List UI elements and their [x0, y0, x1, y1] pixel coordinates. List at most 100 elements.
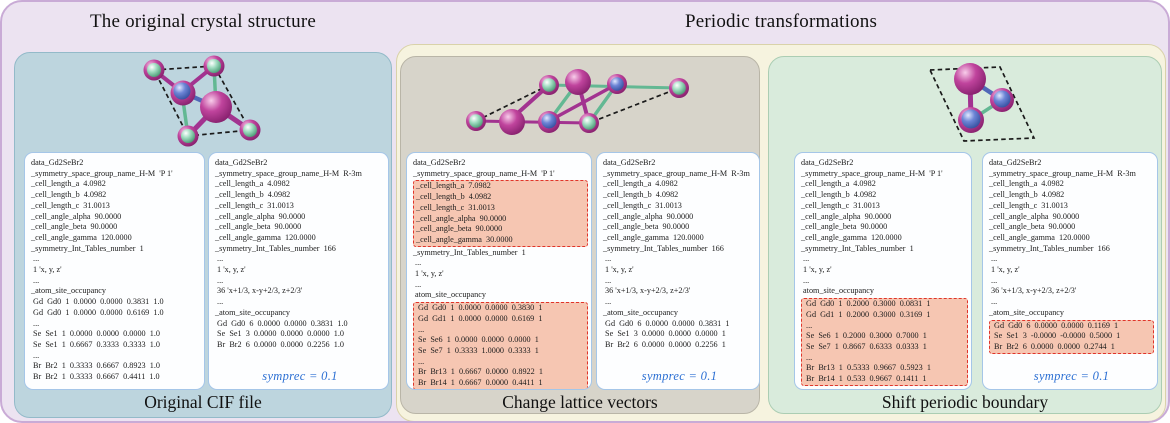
cif-line: ...	[416, 356, 425, 366]
cif-line: _cell_length_a 4.0982	[801, 179, 876, 189]
cif-line: _symmetry_Int_Tables_number 166	[989, 243, 1110, 253]
cif-line: ...	[215, 297, 224, 307]
cif-line: ...	[31, 318, 40, 328]
cif-line: _cell_angle_gamma 120.0000	[603, 232, 704, 242]
cif-line: Br Br2 1 0.3333 0.6667 0.4411 1.0	[31, 372, 160, 382]
cif-line: Gd Gd0 6 0.0000 0.0000 0.3831 1	[603, 318, 730, 328]
cif-line: ...	[413, 279, 422, 289]
cif-line: _cell_length_b 4.0982	[603, 190, 679, 200]
cif-line: _cell_angle_alpha 90.0000	[989, 211, 1080, 221]
cif-line: ...	[215, 275, 224, 285]
cif-line: Se Se1 1 0.0000 0.0000 0.0000 1.0	[31, 329, 160, 339]
cif-line: 1 'x, y, z'	[31, 265, 62, 275]
cif-line: _cell_angle_beta 90.0000	[416, 224, 503, 234]
cif-line: _symmetry_Int_Tables_number 1	[413, 247, 526, 257]
cif-line: Gd Gd0 6 0.0000 0.0000 0.3831 1.0	[215, 318, 348, 328]
crystal-structure-shift-boundary	[928, 63, 1036, 142]
cif-line: _symmetry_Int_Tables_number 166	[603, 243, 724, 253]
cif-line: atom_site_occupancy	[413, 290, 486, 300]
cif-line: _cell_length_c 31.0013	[31, 200, 110, 210]
cif-line: _symmetry_space_group_name_H-M 'P 1'	[801, 168, 943, 178]
cif-line: ...	[416, 324, 425, 334]
cif-line: data_Gd2SeBr2	[989, 158, 1042, 167]
crystal-structure-original	[143, 55, 261, 147]
cif-line: _cell_length_b 4.0982	[31, 190, 107, 200]
cif-line: Se Se7 1 0.3333 1.0000 0.3333 1	[416, 345, 539, 355]
cif-line: _atom_site_occupancy	[603, 307, 679, 317]
cif-line: Se Se7 1 0.8667 0.6333 0.0333 1	[804, 341, 927, 351]
cif-line: 1 'x, y, z'	[215, 265, 246, 275]
cif-line: Br Br2 6 0.0000 0.0000 0.2744 1	[992, 341, 1115, 351]
symprec-label: symprec = 0.1	[262, 369, 338, 384]
cif-line: _cell_angle_gamma 120.0000	[215, 232, 316, 242]
cif-line: _cell_length_c 31.0013	[215, 200, 294, 210]
cif-line: _cell_length_b 4.0982	[989, 190, 1065, 200]
cif-line: Gd Gd0 1 0.0000 0.0000 0.3831 1.0	[31, 297, 164, 307]
cif-line: _cell_angle_gamma 120.0000	[989, 232, 1090, 242]
cif-line: atom_site_occupancy	[801, 286, 874, 296]
cif-line: data_Gd2SeBr2	[603, 158, 656, 167]
cif-box-lattice-r3m: data_Gd2SeBr2_symmetry_space_group_name_…	[596, 152, 760, 390]
cif-line: _cell_angle_beta 90.0000	[801, 222, 888, 232]
cif-line: _cell_angle_beta 90.0000	[989, 222, 1076, 232]
cif-line: _cell_length_a 4.0982	[31, 179, 106, 189]
cif-line: _symmetry_space_group_name_H-M R-3m	[215, 168, 362, 178]
cif-line: Se Se1 1 0.6667 0.3333 0.3333 1.0	[31, 339, 160, 349]
cif-line: ...	[603, 275, 612, 285]
cif-line: Se Se6 1 0.0000 0.0000 0.0000 1	[416, 335, 539, 345]
cif-line: Gd Gd0 6 0.0000 0.0000 0.1169 1	[992, 320, 1119, 330]
cif-line: ...	[31, 350, 40, 360]
caption-shift-periodic-boundary: Shift periodic boundary	[881, 392, 1049, 412]
cif-line: _cell_length_a 4.0982	[215, 179, 290, 189]
cif-box-shift-r3m: data_Gd2SeBr2_symmetry_space_group_name_…	[982, 152, 1158, 390]
cif-line: Gd Gd1 1 0.2000 0.3000 0.3169 1	[804, 309, 931, 319]
cif-line: ...	[989, 275, 998, 285]
cif-line: 36 'x+1/3, x-y+2/3, z+2/3'	[215, 286, 303, 296]
cif-line: Br Br13 1 0.6667 0.0000 0.8922 1	[416, 367, 543, 377]
cif-line: ...	[989, 297, 998, 307]
caption-change-lattice-vectors: Change lattice vectors	[502, 392, 658, 412]
cif-line: Se Se6 1 0.2000 0.3000 0.7000 1	[804, 331, 927, 341]
cif-line: _symmetry_space_group_name_H-M 'P 1'	[413, 168, 555, 178]
cif-line: Br Br2 6 0.0000 0.0000 0.2256 1	[603, 339, 726, 349]
cif-line: ...	[215, 254, 224, 264]
symprec-label: symprec = 0.1	[1033, 369, 1110, 384]
cif-line: Br Br2 1 0.3333 0.6667 0.8923 1.0	[31, 361, 160, 371]
cif-line: ...	[413, 258, 422, 268]
cif-line: Se Se1 3 0.0000 0.0000 0.0000 1.0	[215, 329, 344, 339]
cif-line: _symmetry_space_group_name_H-M R-3m	[989, 168, 1136, 178]
cif-line: Br Br2 6 0.0000 0.0000 0.2256 1.0	[215, 339, 344, 349]
cif-line: 1 'x, y, z'	[989, 265, 1020, 275]
cif-line: _atom_site_occupancy	[31, 286, 107, 296]
cif-line: _symmetry_Int_Tables_number 166	[215, 243, 336, 253]
cif-line: data_Gd2SeBr2	[413, 158, 466, 167]
cif-line: _cell_length_b 4.0982	[416, 192, 492, 202]
cif-line: ...	[603, 254, 612, 264]
highlight-group: _cell_length_a 7.0982_cell_length_b 4.09…	[413, 180, 588, 247]
cif-line: ...	[603, 297, 612, 307]
cif-line: Br Br14 1 0.6667 0.0000 0.4411 1	[416, 378, 543, 388]
cif-line: _cell_length_b 4.0982	[801, 190, 877, 200]
cif-line: ...	[801, 275, 810, 285]
cif-line: 36 'x+1/3, x-y+2/3, z+2/3'	[603, 286, 691, 296]
cif-line: _symmetry_space_group_name_H-M 'P 1'	[31, 168, 173, 178]
cif-line: _cell_angle_beta 90.0000	[31, 222, 118, 232]
cif-box-original-r3m: data_Gd2SeBr2_symmetry_space_group_name_…	[208, 152, 389, 390]
cif-box-original-p1: data_Gd2SeBr2_symmetry_space_group_name_…	[24, 152, 205, 390]
cif-line: _cell_angle_alpha 90.0000	[31, 211, 122, 221]
cif-line: _cell_length_c 31.0013	[416, 202, 495, 212]
cif-line: data_Gd2SeBr2	[31, 158, 84, 167]
cif-line: Se Se1 3 -0.0000 -0.0000 0.5000 1	[992, 331, 1121, 341]
cif-line: _cell_angle_gamma 30.0000	[416, 234, 513, 244]
cif-line: ...	[804, 352, 813, 362]
cif-line: _cell_length_c 31.0013	[801, 200, 880, 210]
cif-line: _cell_length_b 4.0982	[215, 190, 291, 200]
cif-line: 1 'x, y, z'	[603, 265, 634, 275]
crystal-structure-change-lattice	[466, 69, 689, 135]
cif-line: Gd Gd1 1 0.0000 0.0000 0.6169 1	[416, 313, 543, 323]
cif-line: Gd Gd0 1 0.0000 0.0000 0.6169 1.0	[31, 307, 164, 317]
cif-line: _cell_length_c 31.0013	[989, 200, 1068, 210]
cif-line: _cell_angle_beta 90.0000	[603, 222, 690, 232]
cif-line: _cell_length_a 7.0982	[416, 181, 491, 191]
